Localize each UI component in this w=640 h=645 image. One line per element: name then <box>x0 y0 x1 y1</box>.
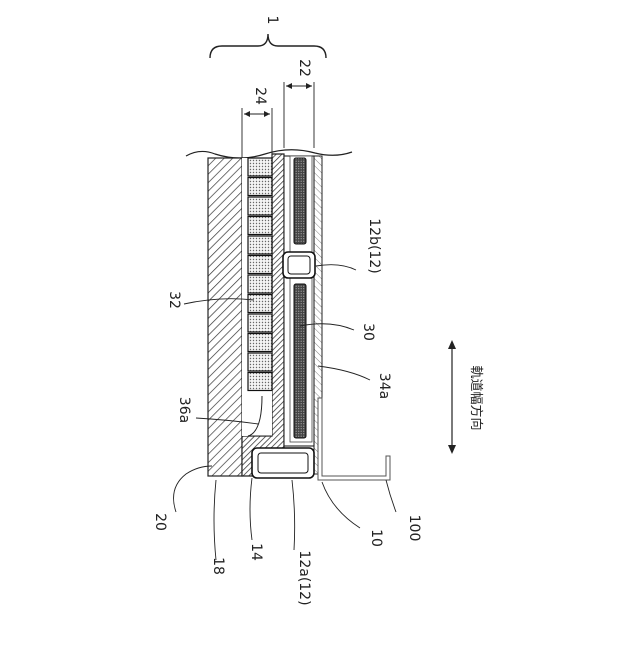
coil-bar-30 <box>294 284 306 438</box>
bracket-100 <box>318 398 390 480</box>
block-32-segment <box>248 314 272 332</box>
label-width-22: 22 <box>296 59 312 77</box>
block-32-segment <box>248 295 272 313</box>
assembly-brace <box>210 34 326 58</box>
label-12b: 12b(12) <box>366 218 382 273</box>
label-32: 32 <box>166 291 182 309</box>
label-width-24: 24 <box>252 87 268 105</box>
leader-10 <box>322 482 360 528</box>
label-100: 100 <box>406 515 422 542</box>
coil-bar-upper <box>294 158 306 244</box>
leader-12a <box>292 480 295 550</box>
tube-12a-inner <box>258 453 308 473</box>
block-32-segment <box>248 217 272 235</box>
block-32-segment <box>248 275 272 293</box>
label-assembly: 1 <box>264 16 280 25</box>
block-32-segment <box>248 158 272 176</box>
dim-24-head-left <box>244 111 250 117</box>
label-12a: 12a(12) <box>296 550 312 605</box>
dim-24-head-right <box>264 111 270 117</box>
tube-12b-inner <box>288 256 310 274</box>
label-20: 20 <box>152 513 168 531</box>
leader-20 <box>174 466 212 512</box>
leader-34a <box>318 366 370 380</box>
break-line <box>186 150 352 158</box>
direction-arrow-head-down <box>448 445 456 454</box>
leader-100 <box>386 480 396 512</box>
direction-label: 軌道幅方向 <box>468 365 484 430</box>
layer-18 <box>208 158 242 476</box>
block-32-segment <box>248 197 272 215</box>
block-32-segment <box>248 353 272 371</box>
label-30: 30 <box>360 323 376 341</box>
direction-arrow-head-up <box>448 340 456 349</box>
block-32-segment <box>248 334 272 352</box>
block-32-segment <box>248 373 272 391</box>
leader-14 <box>250 478 252 540</box>
dim-22-head-left <box>286 83 292 89</box>
block-32-segment <box>248 178 272 196</box>
dim-22-head-right <box>306 83 312 89</box>
label-14: 14 <box>248 543 264 561</box>
label-18: 18 <box>210 557 226 575</box>
block-32-segment <box>248 256 272 274</box>
block-32-segment <box>248 236 272 254</box>
label-10: 10 <box>368 529 384 547</box>
label-36a: 36a <box>176 397 192 423</box>
label-34a: 34a <box>376 373 392 399</box>
leader-18 <box>214 480 216 560</box>
